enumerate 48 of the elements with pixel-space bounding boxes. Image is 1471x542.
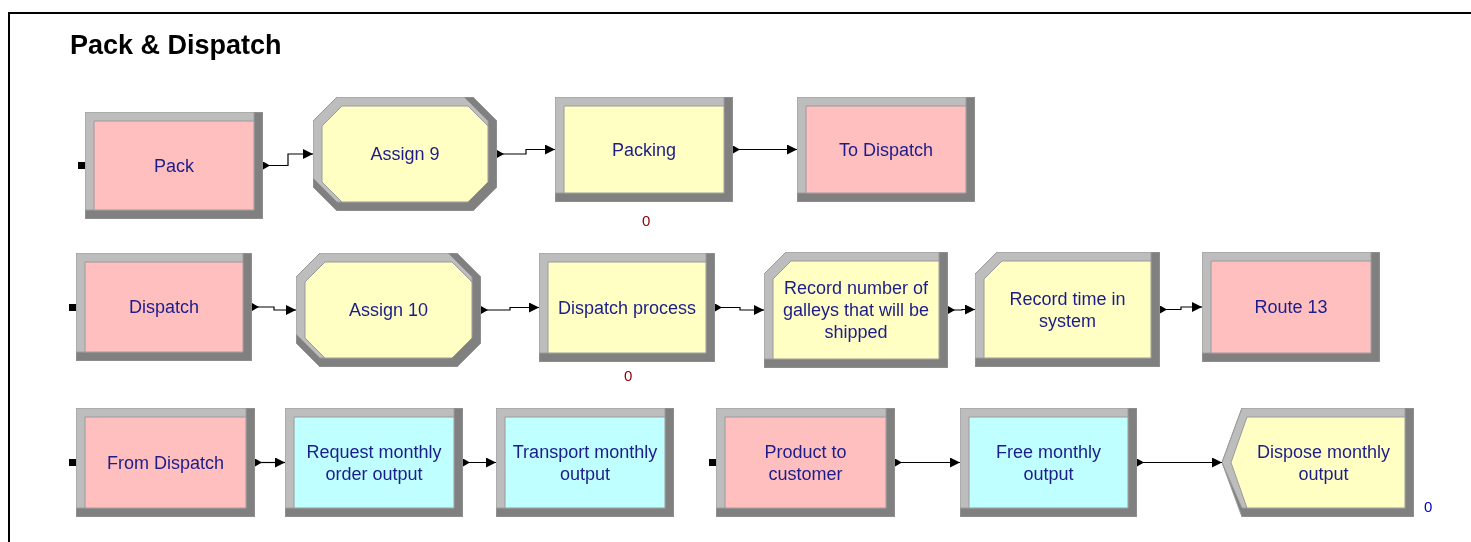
dispose-chevron	[1222, 408, 1414, 517]
connector	[496, 144, 556, 158]
module-label: Route 13	[1254, 296, 1328, 318]
connector	[714, 303, 765, 315]
module-label: Transport monthly output	[511, 440, 659, 485]
connector	[732, 144, 798, 155]
module-label: Packing	[611, 138, 676, 161]
module-box	[555, 97, 733, 202]
counter-value: 0	[624, 367, 633, 384]
connector	[262, 149, 314, 170]
assign-octagon	[296, 253, 481, 367]
module-label: From Dispatch	[107, 451, 224, 474]
connector	[894, 457, 961, 468]
module-label: Dispatch	[129, 296, 199, 318]
counter-value: 0	[1424, 498, 1433, 515]
module-label: Request monthly order output	[305, 440, 443, 485]
module-label: Pack	[154, 154, 194, 177]
module-box	[960, 408, 1137, 517]
connector	[462, 457, 497, 468]
module-label: To Dispatch	[838, 138, 933, 161]
connector	[254, 457, 286, 468]
module-label: Free monthly output	[994, 440, 1102, 485]
connector	[1159, 302, 1203, 314]
connector	[1136, 457, 1223, 468]
module-box	[85, 112, 263, 219]
module-label: Record number of galleys that will be shipped	[781, 277, 931, 343]
connector	[947, 304, 976, 315]
diagram-title: Pack & Dispatch	[70, 30, 282, 61]
module-label: Assign 9	[370, 143, 440, 165]
module-label: Assign 10	[348, 299, 429, 321]
connector	[251, 303, 297, 315]
module-label: Record time in system	[1008, 287, 1127, 332]
module-label: Dispose monthly output	[1255, 440, 1392, 485]
module-label: Product to customer	[763, 440, 848, 485]
module-box	[797, 97, 975, 202]
record-box	[764, 252, 948, 368]
connector	[480, 302, 540, 314]
module-box	[1202, 252, 1380, 362]
module-box	[76, 253, 252, 361]
module-box	[76, 408, 255, 517]
assign-octagon	[313, 97, 497, 211]
counter-value: 0	[642, 212, 651, 229]
module-label: Dispatch process	[557, 296, 697, 319]
record-box	[975, 252, 1160, 367]
module-box	[285, 408, 463, 517]
module-box	[539, 253, 715, 362]
module-box	[716, 408, 895, 517]
module-box	[496, 408, 674, 517]
